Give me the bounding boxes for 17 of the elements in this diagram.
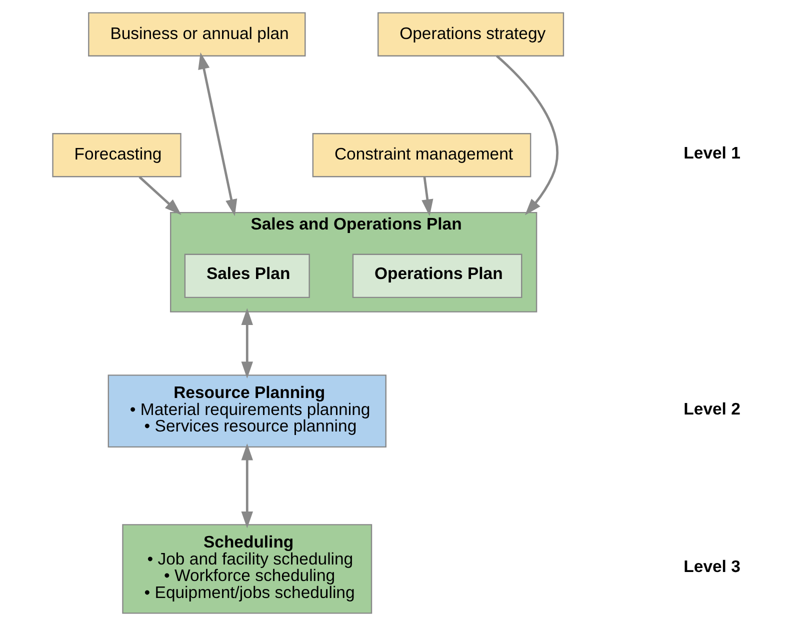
arrow: [240, 308, 252, 378]
arrow: [198, 52, 237, 216]
node-box: Sales Plan: [184, 254, 310, 298]
arrow: [240, 444, 252, 528]
node-box: Operations strategy: [377, 12, 564, 56]
node-box: Resource Planning • Material requirements planning • Services resource planning: [107, 374, 386, 448]
node-box: Scheduling • Job and facility scheduling • Workforce scheduling • Equipment/jobs scheduling: [122, 524, 372, 614]
node-box: Forecasting: [52, 133, 181, 178]
arrow: [496, 55, 558, 216]
label: Level 3: [683, 557, 740, 576]
label: Level 1: [683, 143, 740, 162]
label: Level 2: [683, 399, 740, 418]
node-box: Business or annual plan: [88, 12, 306, 56]
arrow: [138, 176, 181, 215]
node-box: Constraint management: [312, 133, 531, 178]
arrow: [421, 176, 433, 216]
node-box: Operations Plan: [352, 254, 522, 298]
